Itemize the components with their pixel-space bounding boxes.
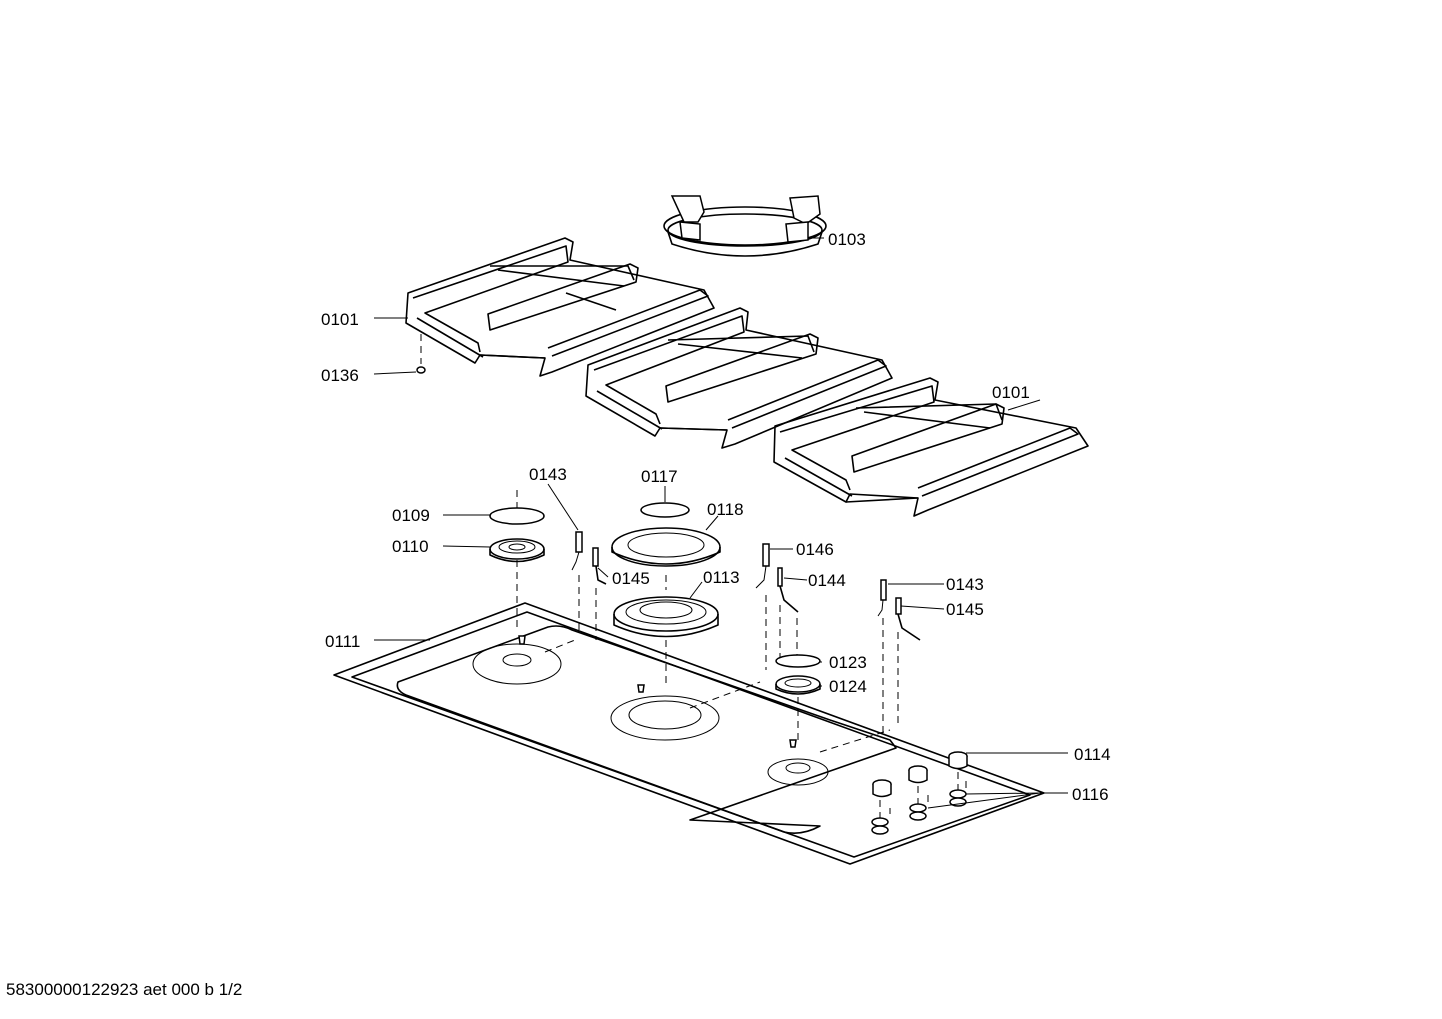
document-reference-footer: 58300000122923 aet 000 b 1/2 — [6, 980, 243, 999]
label-0101-right: 0101 — [992, 383, 1030, 402]
part-labels: 0101 0136 0103 0101 0143 0117 0118 0109 … — [321, 230, 1111, 804]
label-0123: 0123 — [829, 653, 867, 672]
label-0143-right: 0143 — [946, 575, 984, 594]
pan-support-right — [773, 377, 1089, 517]
label-0124: 0124 — [829, 677, 867, 696]
label-0103: 0103 — [828, 230, 866, 249]
label-0143-left: 0143 — [529, 465, 567, 484]
label-0145-left: 0145 — [612, 569, 650, 588]
screw-0136 — [416, 334, 426, 374]
label-0136: 0136 — [321, 366, 359, 385]
label-0113: 0113 — [703, 568, 740, 587]
leader-lines — [373, 237, 1068, 809]
label-0110: 0110 — [392, 537, 429, 556]
label-0117: 0117 — [641, 467, 678, 486]
ignition-electrode-left — [571, 531, 607, 640]
knob-2 — [908, 765, 929, 821]
label-0116: 0116 — [1072, 785, 1109, 804]
pan-support-centre — [585, 307, 893, 449]
hob-plate — [333, 602, 1045, 865]
knob-3 — [948, 751, 968, 807]
ignition-electrode-right — [755, 543, 799, 670]
label-0144: 0144 — [808, 571, 846, 590]
label-0109: 0109 — [392, 506, 430, 525]
label-0114: 0114 — [1074, 745, 1111, 764]
pan-support-left — [405, 237, 715, 377]
burner-small — [775, 654, 821, 745]
wok-ring — [663, 195, 827, 257]
label-0101-left: 0101 — [321, 310, 359, 329]
burner-central — [611, 502, 721, 685]
knob-1 — [871, 779, 892, 835]
burner-left — [489, 490, 545, 632]
label-0145-right: 0145 — [946, 600, 984, 619]
label-0111: 0111 — [325, 632, 360, 651]
label-0118: 0118 — [707, 500, 744, 519]
ignition-electrode-far-right — [877, 579, 921, 735]
label-0146: 0146 — [796, 540, 834, 559]
